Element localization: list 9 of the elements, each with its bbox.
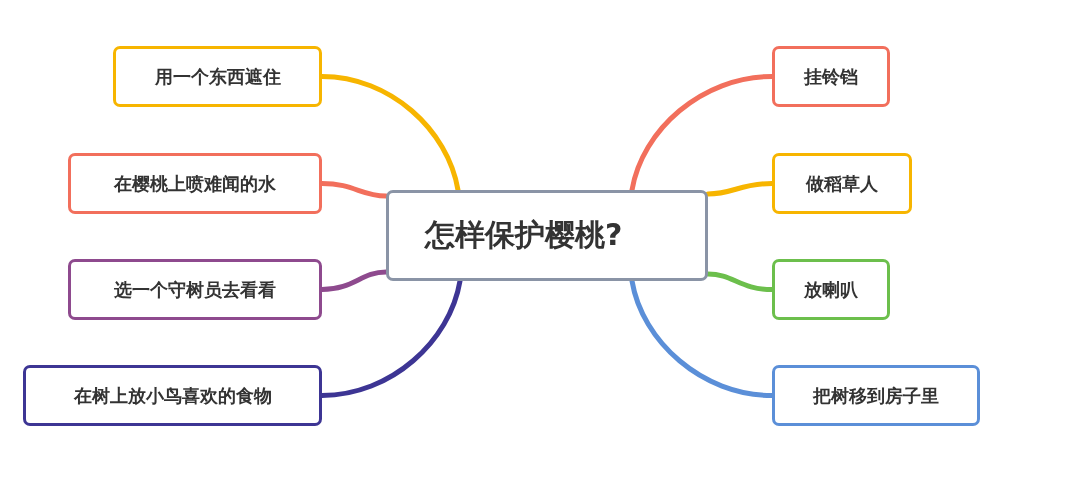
idea-box: 用一个东西遮住 xyxy=(113,46,322,107)
idea-box: 在樱桃上喷难闻的水 xyxy=(68,153,322,214)
idea-box: 放喇叭 xyxy=(772,259,890,320)
idea-box: 做稻草人 xyxy=(772,153,912,214)
idea-box: 在树上放小鸟喜欢的食物 xyxy=(23,365,322,426)
idea-box: 选一个守树员去看看 xyxy=(68,259,322,320)
idea-box: 挂铃铛 xyxy=(772,46,890,107)
idea-box: 把树移到房子里 xyxy=(772,365,980,426)
topic-box: 怎样保护樱桃? xyxy=(386,190,708,281)
